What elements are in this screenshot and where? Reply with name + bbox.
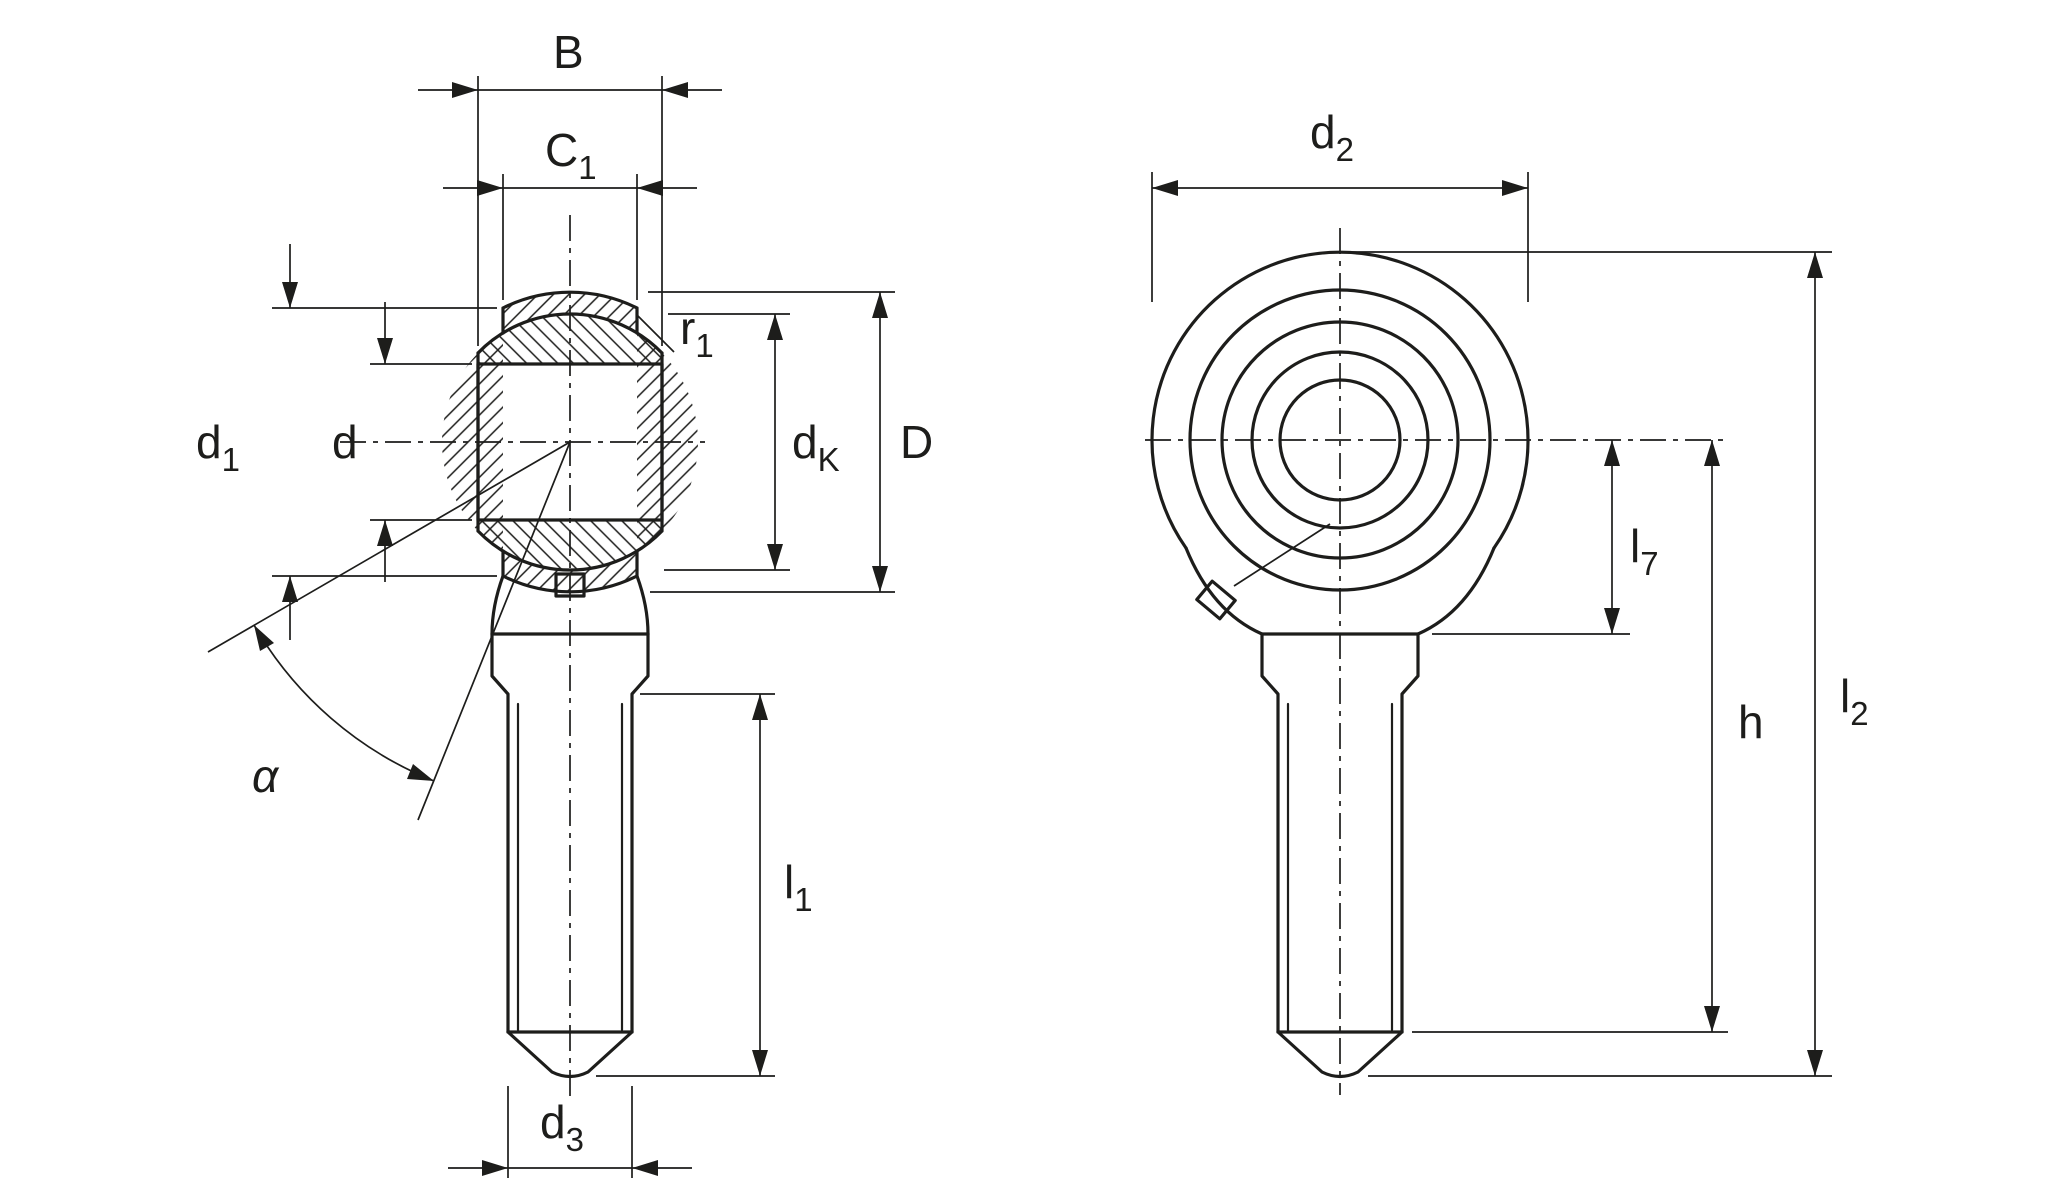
dimensions-right: d2 l7 h l2 [1151, 106, 1869, 1077]
dim-label-h: h [1738, 696, 1764, 748]
right-view-front [1145, 228, 1730, 1095]
ext-lines-left [272, 76, 895, 1178]
leader-line-r1 [635, 313, 675, 353]
dim-label-dK: dK [792, 416, 840, 478]
dim-label-l7: l7 [1630, 520, 1659, 582]
thread-tip-front [1276, 1030, 1404, 1079]
dim-label-d: d [332, 416, 358, 468]
thread-root-lines-front [1286, 702, 1394, 1032]
ball-hatch [478, 313, 662, 571]
dim-label-d2: d2 [1310, 106, 1354, 168]
dim-label-D: D [900, 416, 933, 468]
collar-shank-profile-front [1260, 632, 1420, 1034]
lube-hole-line [1233, 523, 1331, 587]
dim-label-r1: r1 [680, 302, 714, 364]
dim-label-C1: C1 [545, 124, 597, 186]
alpha-arc [253, 624, 435, 782]
dim-label-d1: d1 [196, 416, 240, 478]
ext-lines-right [1151, 172, 1832, 1077]
dim-label-d3: d3 [540, 1096, 584, 1158]
dim-label-B: B [553, 26, 584, 78]
neck-fillets [490, 574, 650, 636]
dimensions-left: B C1 d1 d r1 dK D α l1 d3 [196, 26, 933, 1178]
dim-label-l1: l1 [784, 856, 813, 918]
neck-fillets-front [1184, 546, 1496, 636]
collar-shank-profile [490, 632, 650, 1034]
alpha-rays [207, 441, 571, 821]
thread-root-lines [516, 702, 624, 1032]
dim-label-alpha: α [252, 750, 280, 802]
left-view-side-section [340, 215, 705, 1098]
dim-label-l2: l2 [1840, 670, 1869, 732]
